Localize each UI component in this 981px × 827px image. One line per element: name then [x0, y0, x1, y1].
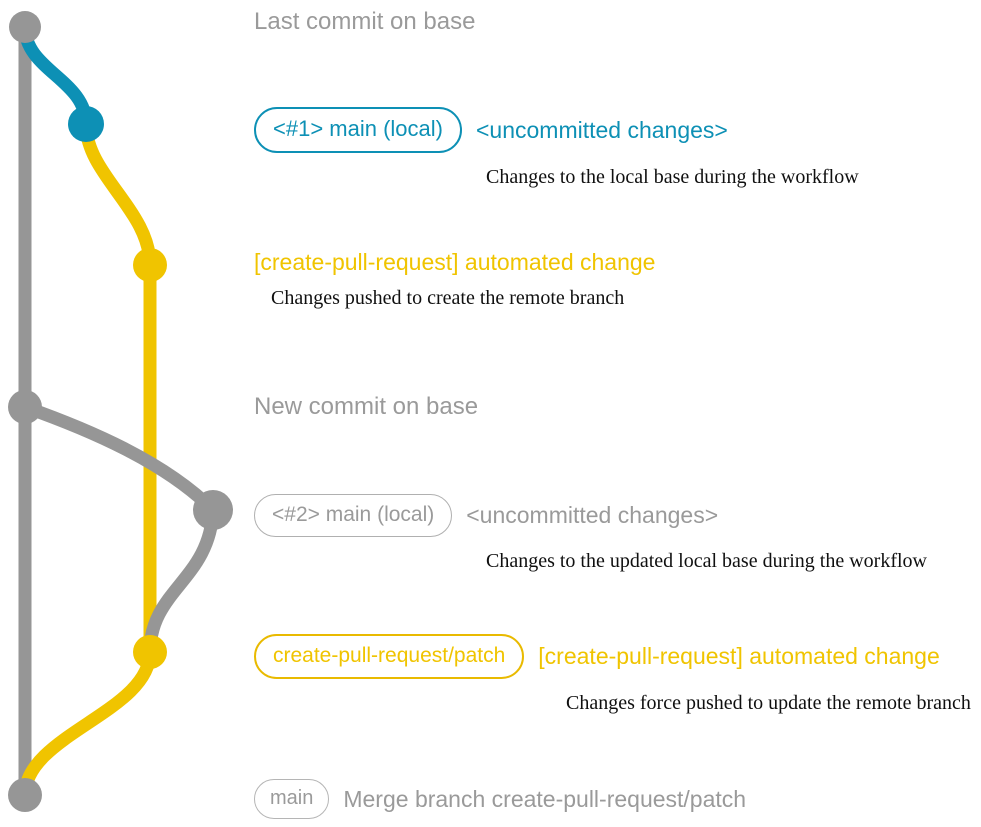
node-local-commit-2	[193, 490, 233, 530]
ref-badge-main[interactable]: main	[254, 779, 330, 819]
node-patch-commit-2	[133, 635, 167, 669]
commit-headline: create-pull-request/patch [create-pull-r…	[254, 634, 971, 679]
commit-subject: [create-pull-request] automated change	[538, 643, 940, 669]
commit-row-patch-commit-2: create-pull-request/patch [create-pull-r…	[254, 634, 971, 713]
commit-row-merge-commit: main Merge branch create-pull-request/pa…	[254, 779, 746, 819]
node-local-commit-1	[68, 106, 104, 142]
commit-description: Changes force pushed to update the remot…	[566, 692, 971, 714]
commit-subject: Merge branch create-pull-request/patch	[343, 785, 747, 812]
commit-headline: [create-pull-request] automated change	[254, 251, 655, 274]
commit-subject: <uncommitted changes>	[475, 116, 728, 143]
commit-subject: [create-pull-request] automated change	[254, 249, 656, 275]
ref-badge-local-1[interactable]: <#1> main (local)	[254, 107, 462, 153]
commit-headline: <#1> main (local) <uncommitted changes>	[254, 107, 859, 153]
commit-headline: main Merge branch create-pull-request/pa…	[254, 779, 746, 819]
node-new-commit-on-base	[8, 390, 42, 424]
ref-badge-local-2[interactable]: <#2> main (local)	[254, 494, 453, 537]
commit-headline: <#2> main (local) <uncommitted changes>	[254, 494, 927, 537]
node-patch-commit-1	[133, 248, 167, 282]
commit-subject: <uncommitted changes>	[466, 502, 719, 528]
commit-description: Changes pushed to create the remote bran…	[271, 287, 625, 309]
patch-branch-line-1	[79, 117, 157, 659]
commit-headline: Last commit on base	[254, 10, 475, 34]
local-branch-line-2	[18, 400, 220, 517]
local-to-patch-merge-line	[143, 503, 220, 659]
commit-row-local-commit-1: <#1> main (local) <uncommitted changes> …	[254, 107, 859, 187]
commit-row-patch-commit-1: [create-pull-request] automated change C…	[254, 251, 655, 309]
node-merge-commit	[8, 778, 42, 812]
patch-merge-line	[18, 645, 157, 802]
ref-badge-create-pull-request-patch[interactable]: create-pull-request/patch	[254, 634, 525, 679]
commit-row-last-commit-on-base: Last commit on base	[254, 10, 475, 34]
commit-subject: New commit on base	[254, 393, 479, 420]
commit-row-local-commit-2: <#2> main (local) <uncommitted changes> …	[254, 494, 927, 571]
commit-headline: New commit on base	[254, 395, 478, 419]
commit-subject: Last commit on base	[254, 8, 476, 35]
commit-row-new-commit-on-base: New commit on base	[254, 395, 478, 419]
node-last-commit-on-base	[9, 11, 41, 43]
commit-description: Changes to the local base during the wor…	[486, 166, 859, 188]
commit-description: Changes to the updated local base during…	[486, 550, 927, 572]
